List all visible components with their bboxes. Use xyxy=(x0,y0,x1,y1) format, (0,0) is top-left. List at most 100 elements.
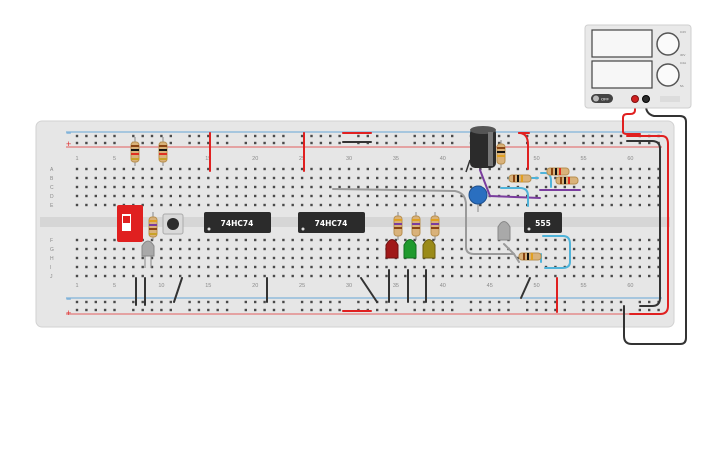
hole[interactable] xyxy=(244,256,247,260)
hole[interactable] xyxy=(357,194,360,198)
hole[interactable] xyxy=(404,238,407,242)
hole[interactable] xyxy=(85,134,88,138)
hole[interactable] xyxy=(197,134,201,138)
hole[interactable] xyxy=(103,308,107,312)
hole[interactable] xyxy=(103,300,107,304)
hole[interactable] xyxy=(85,194,88,198)
hole[interactable] xyxy=(113,185,116,189)
hole[interactable] xyxy=(554,141,557,145)
hole[interactable] xyxy=(657,308,660,312)
hole[interactable] xyxy=(638,308,641,312)
hole[interactable] xyxy=(291,256,294,260)
hole[interactable] xyxy=(394,203,398,207)
hole[interactable] xyxy=(75,134,79,138)
hole[interactable] xyxy=(103,203,107,207)
hole[interactable] xyxy=(422,185,426,189)
hole[interactable] xyxy=(300,141,304,145)
hole[interactable] xyxy=(469,247,473,251)
hole[interactable] xyxy=(582,167,585,171)
hole[interactable] xyxy=(619,176,623,180)
hole[interactable] xyxy=(366,176,369,180)
hole[interactable] xyxy=(103,256,107,260)
hole[interactable] xyxy=(544,238,548,242)
hole[interactable] xyxy=(75,176,79,180)
hole[interactable] xyxy=(535,141,538,145)
hole[interactable] xyxy=(404,176,407,180)
hole[interactable] xyxy=(75,203,79,207)
hole[interactable] xyxy=(572,194,576,198)
hole[interactable] xyxy=(225,300,229,304)
hole[interactable] xyxy=(432,134,435,138)
hole[interactable] xyxy=(357,167,360,171)
hole[interactable] xyxy=(272,167,276,171)
hole[interactable] xyxy=(235,176,238,180)
hole[interactable] xyxy=(225,238,229,242)
hole[interactable] xyxy=(544,176,548,180)
hole[interactable] xyxy=(160,308,163,312)
hole[interactable] xyxy=(263,238,266,242)
hole[interactable] xyxy=(179,247,182,251)
wire-black-rail[interactable] xyxy=(626,140,661,307)
hole[interactable] xyxy=(441,247,444,251)
hole[interactable] xyxy=(648,300,651,304)
wire-black[interactable] xyxy=(360,277,378,303)
wire-black[interactable] xyxy=(520,277,531,299)
hole[interactable] xyxy=(207,265,210,269)
hole[interactable] xyxy=(113,256,116,260)
led-yellow[interactable] xyxy=(422,239,436,259)
hole[interactable] xyxy=(460,167,463,171)
hole[interactable] xyxy=(113,247,116,251)
hole[interactable] xyxy=(619,194,623,198)
hole[interactable] xyxy=(601,134,604,138)
hole[interactable] xyxy=(441,141,444,145)
hole[interactable] xyxy=(216,300,219,304)
hole[interactable] xyxy=(103,265,107,269)
hole[interactable] xyxy=(207,194,210,198)
hole[interactable] xyxy=(516,274,520,278)
hole[interactable] xyxy=(441,167,444,171)
hole[interactable] xyxy=(160,300,163,304)
hole[interactable] xyxy=(385,300,388,304)
hole[interactable] xyxy=(385,238,388,242)
hole[interactable] xyxy=(310,256,313,260)
hole[interactable] xyxy=(216,176,219,180)
hole[interactable] xyxy=(94,308,97,312)
hole[interactable] xyxy=(394,194,398,198)
hole[interactable] xyxy=(179,185,182,189)
hole[interactable] xyxy=(563,134,566,138)
hole[interactable] xyxy=(329,265,332,269)
hole[interactable] xyxy=(216,256,219,260)
hole[interactable] xyxy=(169,134,172,138)
hole[interactable] xyxy=(610,185,613,189)
ceramic-capacitor-icon[interactable] xyxy=(468,185,488,212)
hole[interactable] xyxy=(394,141,398,145)
hole[interactable] xyxy=(310,265,313,269)
hole[interactable] xyxy=(554,176,557,180)
hole[interactable] xyxy=(497,185,501,189)
hole[interactable] xyxy=(385,167,388,171)
hole[interactable] xyxy=(488,238,491,242)
hole[interactable] xyxy=(526,185,529,189)
hole[interactable] xyxy=(357,247,360,251)
hole[interactable] xyxy=(516,265,520,269)
hole[interactable] xyxy=(563,141,566,145)
hole[interactable] xyxy=(591,167,595,171)
hole[interactable] xyxy=(225,141,229,145)
hole[interactable] xyxy=(535,203,538,207)
hole[interactable] xyxy=(422,141,426,145)
hole[interactable] xyxy=(572,203,576,207)
hole[interactable] xyxy=(103,167,107,171)
hole[interactable] xyxy=(601,265,604,269)
hole[interactable] xyxy=(366,203,369,207)
hole[interactable] xyxy=(113,265,116,269)
hole[interactable] xyxy=(432,167,435,171)
hole[interactable] xyxy=(610,247,613,251)
hole[interactable] xyxy=(329,185,332,189)
hole[interactable] xyxy=(113,141,116,145)
resistor[interactable] xyxy=(430,212,440,240)
hole[interactable] xyxy=(235,247,238,251)
hole[interactable] xyxy=(254,247,257,251)
hole[interactable] xyxy=(601,203,604,207)
hole[interactable] xyxy=(413,167,416,171)
hole[interactable] xyxy=(432,274,435,278)
